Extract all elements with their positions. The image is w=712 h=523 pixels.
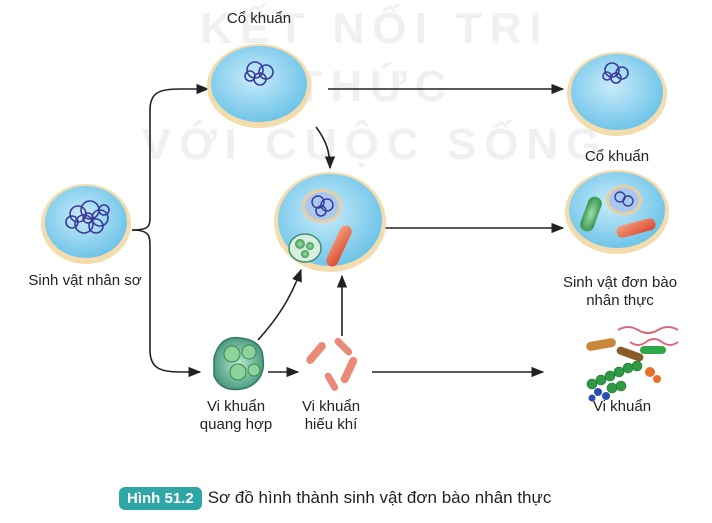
figure-title: Sơ đồ hình thành sinh vật đơn bào nhân t…: [207, 488, 552, 507]
label-photo-line-2: quang hợp: [199, 416, 273, 433]
label-photosynthetic-bacteria: Vi khuẩn quang hợp: [186, 398, 286, 434]
archaea-cell-top: [207, 44, 311, 128]
label-aerobic-bacteria: Vi khuẩn hiếu khí: [286, 398, 376, 434]
arrow-prokaryote-to-photo-bacteria: [131, 229, 202, 378]
label-eukaryote-line-2: nhân thực: [586, 292, 654, 309]
archaea-cell-right: [567, 52, 667, 136]
figure-caption: Hình 51.2 Sơ đồ hình thành sinh vật đơn …: [119, 485, 551, 511]
prokaryote-cell: [41, 184, 131, 264]
host-cell-center: [274, 172, 386, 272]
arrow-photo-to-host: [257, 268, 302, 341]
bacteria-cluster: [586, 326, 679, 402]
arrow-archaea-to-host-cell: [315, 126, 336, 170]
watermark: KẾT NỐI TRI THỨC VỚI CUỘC SỐNG: [135, 0, 615, 174]
label-aerobic-line-1: Vi khuẩn: [301, 398, 361, 415]
label-photo-line-1: Vi khuẩn: [206, 398, 266, 415]
label-archaea-top: Cổ khuẩn: [226, 10, 292, 27]
label-eukaryote: Sinh vật đơn bào nhân thực: [545, 274, 695, 310]
label-archaea-right: Cổ khuẩn: [584, 148, 650, 165]
label-prokaryote: Sinh vật nhân sơ: [28, 272, 142, 289]
label-eukaryote-line-1: Sinh vật đơn bào: [562, 274, 678, 291]
watermark-line-2: VỚI CUỘC SỐNG: [141, 120, 609, 169]
figure-number-badge: Hình 51.2: [119, 486, 202, 510]
photosynthetic-bacteria: [213, 336, 265, 391]
prokaryote-dna: [65, 200, 110, 234]
eukaryote-cell: [565, 170, 669, 254]
aerobic-bacteria: [306, 337, 358, 391]
connectors: [131, 83, 565, 378]
label-aerobic-line-2: hiếu khí: [304, 416, 358, 433]
arrow-prokaryote-to-archaea: [131, 83, 210, 231]
label-bacteria-right: Vi khuẩn: [592, 398, 652, 415]
